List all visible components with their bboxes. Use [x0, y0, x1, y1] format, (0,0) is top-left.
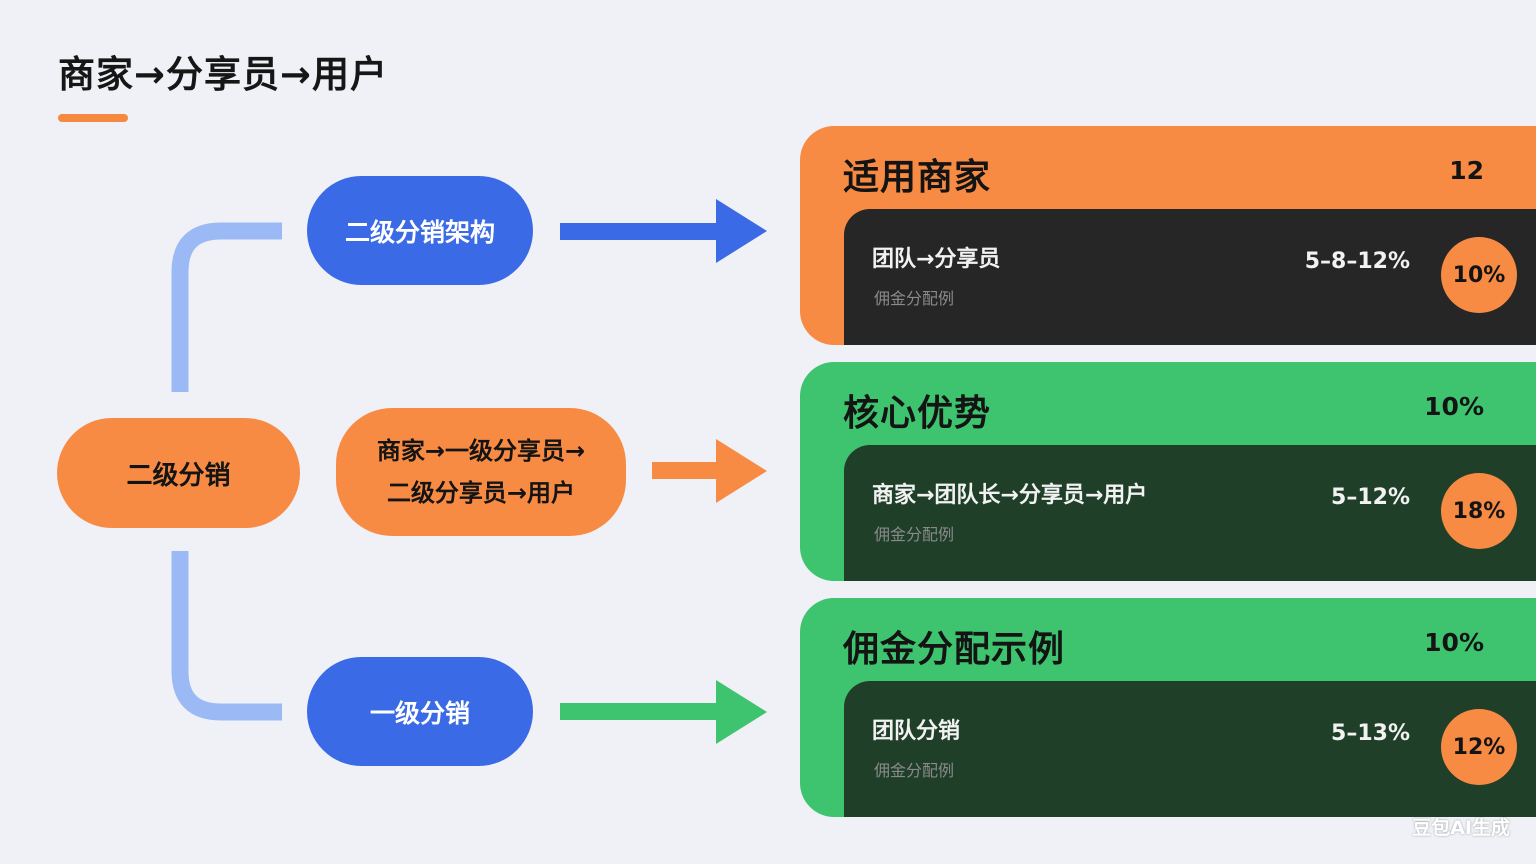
inner-subtitle: 佣金分配例 [874, 525, 955, 544]
inner-range: 5–13% [1331, 721, 1410, 746]
inner-title: 团队分销 [872, 719, 961, 744]
title-underline [58, 114, 128, 122]
inner-range: 5–12% [1331, 485, 1410, 510]
watermark: 豆包AI生成 [1412, 817, 1510, 839]
panel-inner-card: 团队分销 佣金分配例 5–13% 12% [844, 681, 1536, 817]
percent-badge: 18% [1441, 473, 1517, 549]
inner-title: 商家→团队长→分享员→用户 [872, 483, 1148, 508]
branch-node-middle: 商家→一级分享员→ 二级分享员→用户 [336, 408, 626, 536]
branch-node-top: 二级分销架构 [307, 176, 533, 285]
root-node: 二级分销 [57, 418, 300, 528]
branch-node-bottom: 一级分销 [307, 657, 533, 766]
panel-title: 佣金分配示例 [843, 629, 1066, 670]
inner-subtitle: 佣金分配例 [874, 761, 955, 780]
root-node-label: 二级分销 [126, 460, 231, 491]
inner-title: 团队→分享员 [872, 247, 1001, 272]
panel-value: 10% [1424, 392, 1484, 421]
arrow-right-icon [560, 199, 767, 263]
panel-commission-example: 佣金分配示例 10% 团队分销 佣金分配例 5–13% 12% [800, 598, 1536, 817]
percent-badge: 10% [1441, 237, 1517, 313]
inner-range: 5–8–12% [1304, 249, 1410, 274]
connector-top [171, 222, 282, 392]
panel-value: 12 [1449, 156, 1484, 185]
arrow-right-icon [652, 439, 767, 503]
branch-node-middle-line1: 商家→一级分享员→ [376, 437, 586, 465]
panel-inner-card: 团队→分享员 佣金分配例 5–8–12% 10% [844, 209, 1536, 345]
panel-core-advantages: 核心优势 10% 商家→团队长→分享员→用户 佣金分配例 5–12% 18% [800, 362, 1536, 581]
branch-node-middle-line2: 二级分享员→用户 [386, 479, 576, 507]
panel-applicable-merchants: 适用商家 12 团队→分享员 佣金分配例 5–8–12% 10% [800, 126, 1536, 345]
percent-badge: 12% [1441, 709, 1517, 785]
panel-title: 适用商家 [843, 157, 992, 198]
arrow-right-icon [560, 680, 767, 744]
branch-node-top-label: 二级分销架构 [344, 217, 495, 247]
connector-bottom [171, 551, 282, 721]
branch-node-bottom-label: 一级分销 [369, 698, 470, 728]
inner-subtitle: 佣金分配例 [874, 289, 955, 308]
panel-value: 10% [1424, 628, 1484, 657]
panel-inner-card: 商家→团队长→分享员→用户 佣金分配例 5–12% 18% [844, 445, 1536, 581]
page-title: 商家→分享员→用户 [58, 53, 389, 96]
panel-title: 核心优势 [843, 393, 992, 434]
